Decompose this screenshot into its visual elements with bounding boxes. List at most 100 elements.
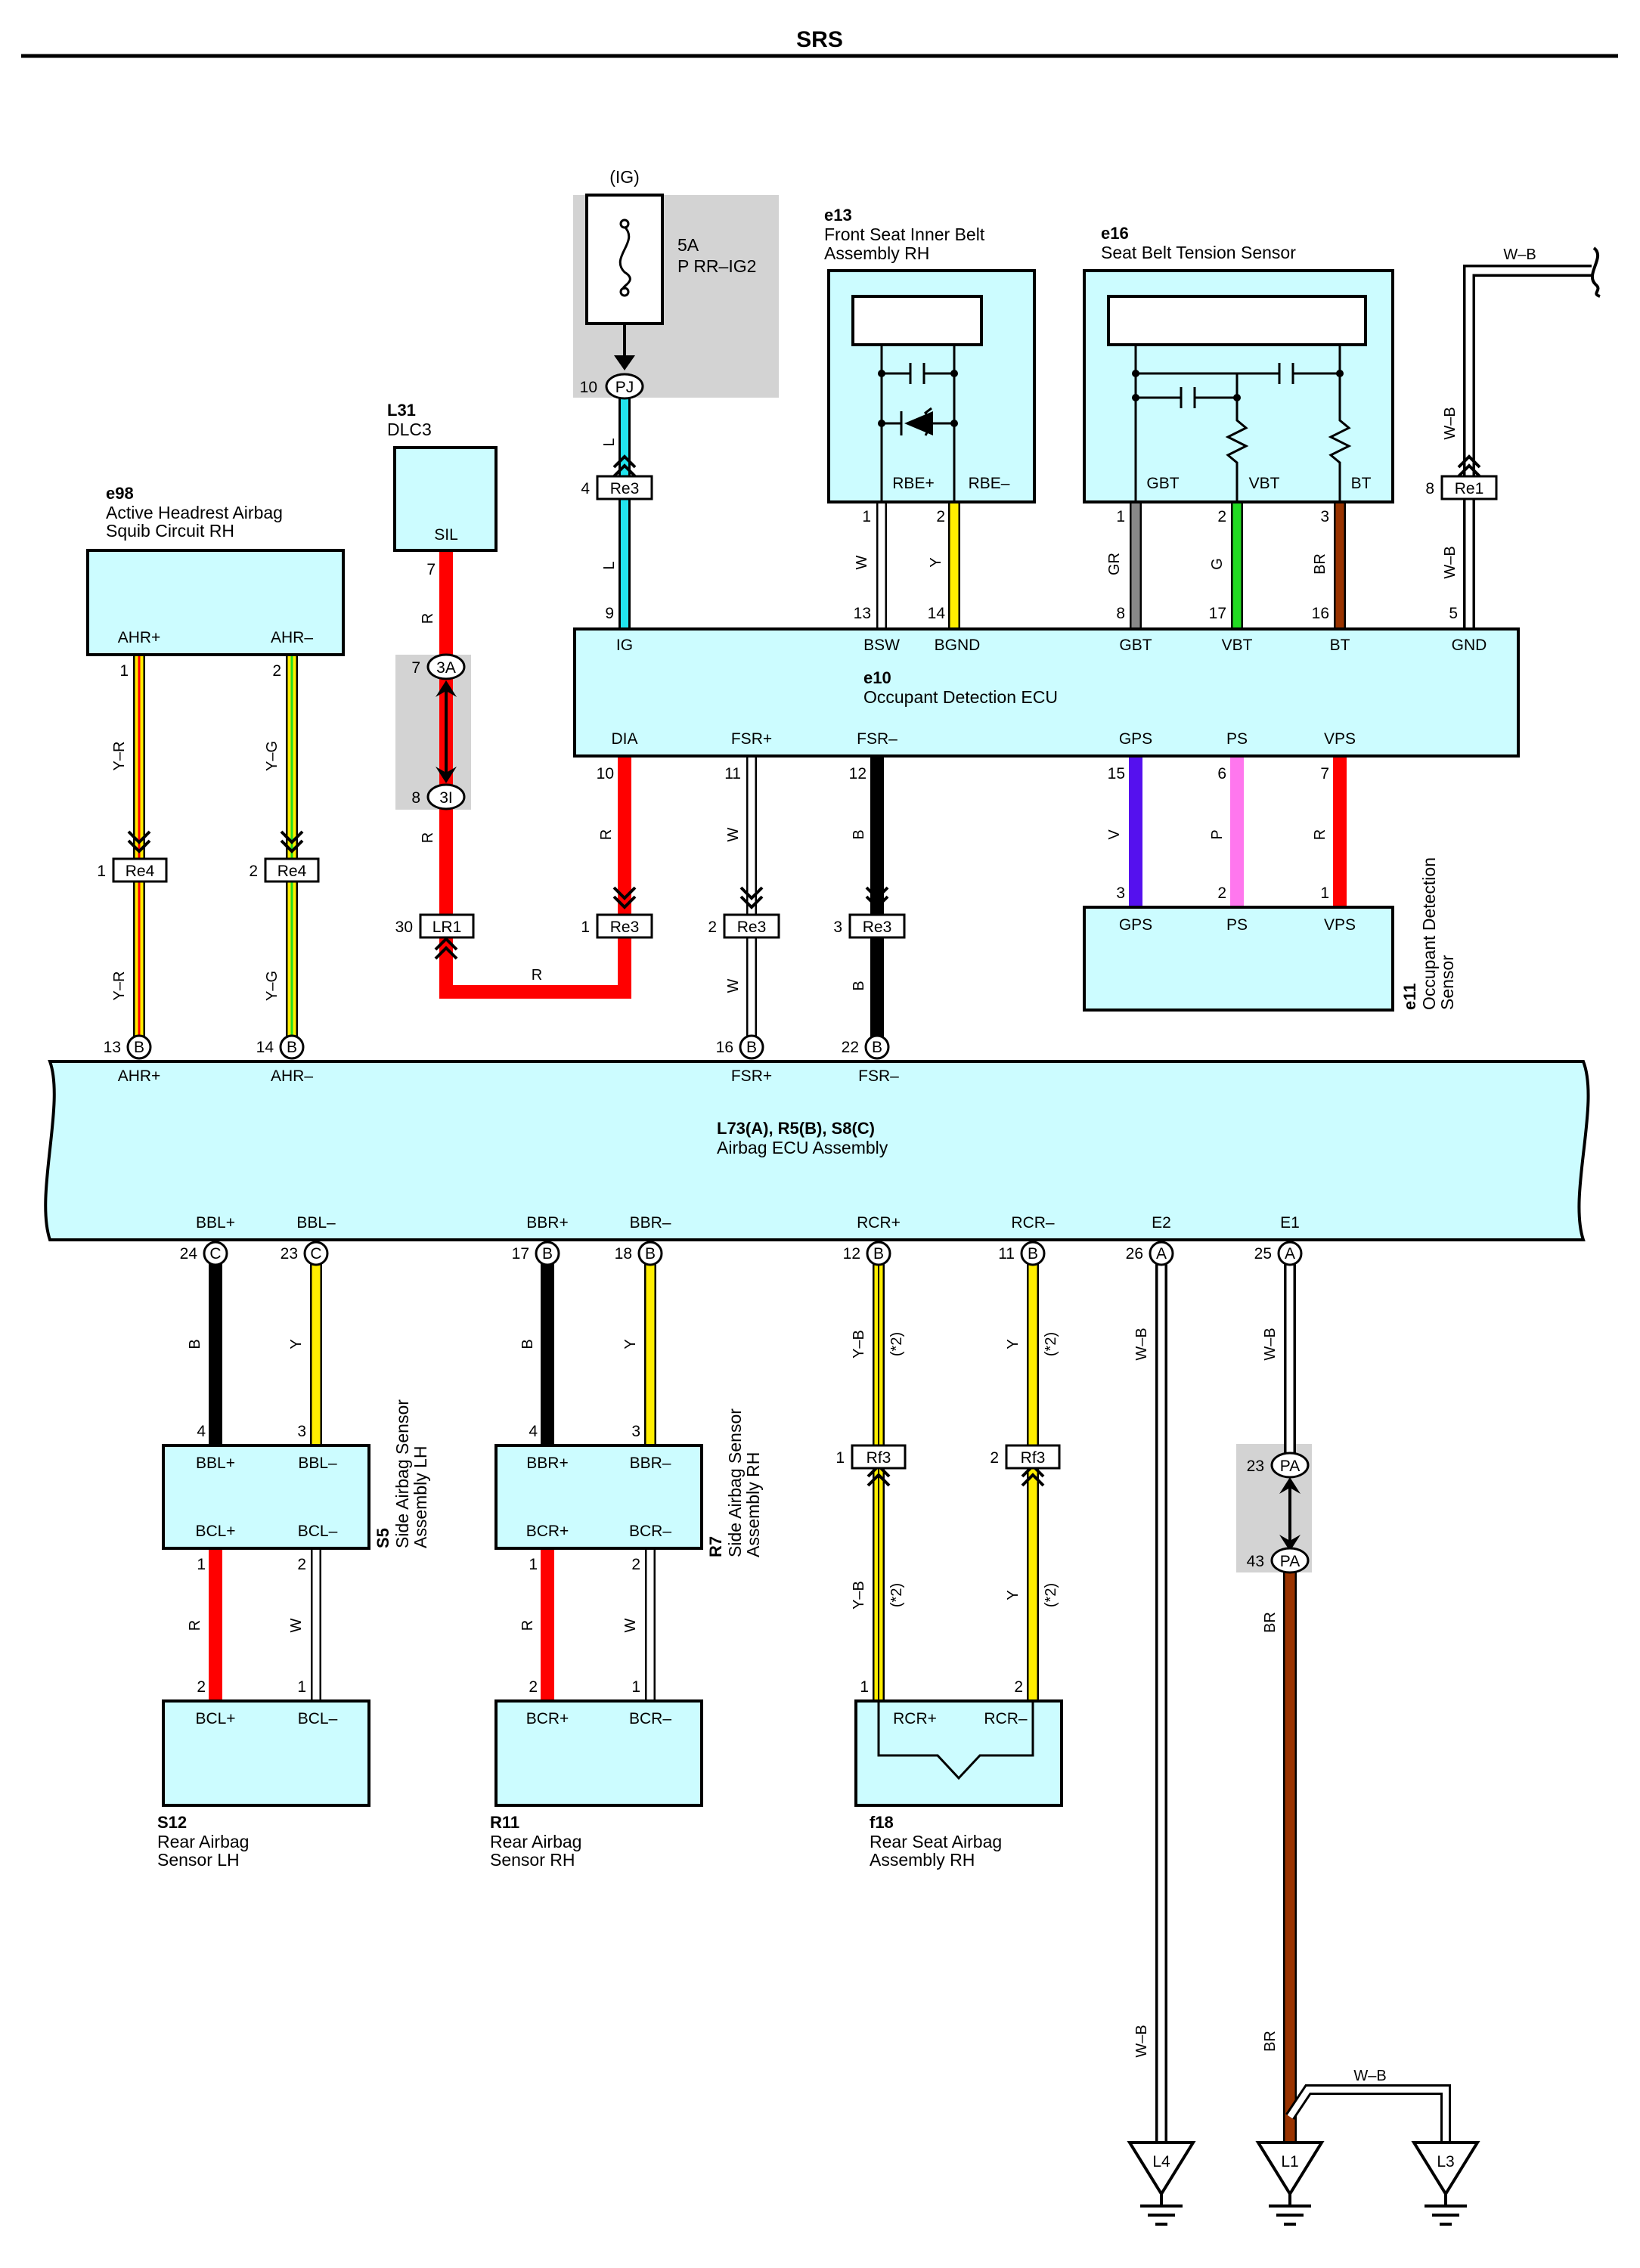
e16-terminal-gbt: GBT bbox=[1146, 475, 1179, 492]
e10-box bbox=[573, 627, 1520, 758]
l31-pin-7: 7 bbox=[426, 561, 436, 578]
e98-terminal-ahr-minus: AHR– bbox=[271, 629, 313, 646]
r7-terminal-bbr-minus: BBR– bbox=[630, 1455, 671, 1472]
wire-label-r-sil: R bbox=[420, 613, 436, 624]
r11-pin-1: 1 bbox=[631, 1678, 640, 1696]
e11-terminal-gps: GPS bbox=[1119, 916, 1152, 934]
e16-inner bbox=[1107, 295, 1367, 346]
connector-3i-label: 3I bbox=[439, 789, 453, 807]
ground-l1 bbox=[1255, 2141, 1325, 2226]
wire-label-b-bbr: B bbox=[519, 1339, 536, 1349]
wire-label-v: V bbox=[1106, 829, 1123, 840]
arrow-up-icon bbox=[436, 680, 457, 697]
pin-15-gps: 15 bbox=[1108, 765, 1125, 782]
e13-code: e13 bbox=[824, 206, 852, 225]
s12-terminal-bcl-plus: BCL+ bbox=[195, 1710, 235, 1727]
e11-name2: Sensor bbox=[1437, 955, 1457, 1010]
e16-circuit bbox=[1134, 345, 1352, 502]
connector-pa-label: PA bbox=[1280, 1458, 1300, 1475]
f18-name2: Assembly RH bbox=[870, 1850, 975, 1870]
e16-name: Seat Belt Tension Sensor bbox=[1101, 243, 1296, 262]
s5-terminal-bcl-plus: BCL+ bbox=[195, 1523, 235, 1540]
ecu-terminal-bbl-plus: BBL+ bbox=[196, 1214, 235, 1232]
connector-re3-label: Re3 bbox=[863, 919, 892, 936]
e16-terminal-bt: BT bbox=[1351, 475, 1372, 492]
s5-terminal-bcl-minus: BCL– bbox=[298, 1523, 338, 1540]
ecu-code: L73(A), R5(B), S8(C) bbox=[717, 1119, 875, 1138]
connector-3i bbox=[426, 783, 466, 810]
r11-terminal-bcr-plus: BCR+ bbox=[526, 1710, 569, 1727]
r11-box bbox=[494, 1699, 703, 1807]
fuse-terminal-top bbox=[619, 218, 630, 229]
s12-pin-2: 2 bbox=[197, 1678, 206, 1696]
wire-label-yb2: Y–B bbox=[851, 1581, 867, 1610]
e16-pin-2: 2 bbox=[1217, 508, 1226, 525]
s5-name1: Side Airbag Sensor bbox=[392, 1399, 412, 1548]
wire-label-y-rcr1: Y bbox=[1005, 1339, 1022, 1349]
s5-pin-1: 1 bbox=[197, 1556, 206, 1573]
ground-l4-label: L4 bbox=[1152, 2153, 1170, 2170]
pin-24-bbl: 24 bbox=[180, 1245, 198, 1263]
connector-pj bbox=[605, 373, 644, 400]
wire-label-g: G bbox=[1209, 558, 1226, 570]
fuse-box bbox=[585, 194, 664, 325]
e13-name2: Assembly RH bbox=[824, 243, 929, 263]
pin-12-rcr: 12 bbox=[843, 1245, 860, 1263]
pin-26-e2: 26 bbox=[1126, 1245, 1143, 1263]
ecu-name: Airbag ECU Assembly bbox=[717, 1138, 888, 1157]
e98-box bbox=[86, 549, 345, 656]
pin-22-fsr: 22 bbox=[842, 1039, 859, 1056]
r11-pin-2: 2 bbox=[529, 1678, 538, 1696]
e10-terminal-gbt: GBT bbox=[1119, 637, 1152, 654]
connector-c-label: C bbox=[209, 1245, 221, 1263]
wire-label-br-e1: BR bbox=[1262, 1612, 1279, 1633]
e13-pin-1: 1 bbox=[862, 508, 871, 525]
node-dot bbox=[950, 370, 958, 377]
connector-3a bbox=[426, 653, 466, 680]
wire-label-r-vps: R bbox=[1312, 829, 1328, 840]
e11-terminal-ps: PS bbox=[1226, 916, 1248, 934]
wire-note-4: (*2) bbox=[1043, 1583, 1059, 1607]
node-dot bbox=[1132, 394, 1139, 401]
e10-terminal-vbt: VBT bbox=[1222, 637, 1253, 654]
node-dot bbox=[1132, 370, 1139, 377]
arrow-down-icon bbox=[436, 767, 457, 783]
e98-code: e98 bbox=[106, 484, 134, 503]
wire-label-l2: L bbox=[601, 561, 618, 569]
node-dot bbox=[1336, 370, 1344, 377]
connector-b-label: B bbox=[873, 1245, 884, 1263]
pin-2-rf3: 2 bbox=[990, 1449, 999, 1467]
ecu-terminal-bbr-minus: BBR– bbox=[630, 1214, 671, 1232]
s12-box bbox=[162, 1699, 370, 1807]
connector-a-label: A bbox=[1156, 1245, 1167, 1263]
wire-note-2: (*2) bbox=[1043, 1332, 1059, 1356]
e11-code: e11 bbox=[1400, 984, 1419, 1011]
e98-name1: Active Headrest Airbag bbox=[106, 503, 283, 522]
wire-label-w-fsr: W bbox=[725, 827, 742, 841]
r7-terminal-bcr-plus: BCR+ bbox=[526, 1523, 569, 1540]
s5-box bbox=[162, 1444, 370, 1550]
l31-code: L31 bbox=[387, 401, 416, 420]
r7-pin-2: 2 bbox=[631, 1556, 640, 1573]
fuse-terminal-bottom bbox=[619, 287, 630, 297]
connector-b-label: B bbox=[746, 1039, 757, 1056]
wire-label-p: P bbox=[1209, 829, 1226, 839]
r7-terminal-bbr-plus: BBR+ bbox=[526, 1455, 568, 1472]
wire-label-yr2: Y–R bbox=[111, 971, 128, 1001]
connector-re3-2 bbox=[723, 913, 780, 939]
ecu-terminal-fsr-minus: FSR– bbox=[858, 1067, 899, 1085]
e98-name2: Squib Circuit RH bbox=[106, 521, 234, 541]
f18-terminal-rcr-minus: RCR– bbox=[984, 1710, 1027, 1727]
wire-label-br-bt: BR bbox=[1312, 553, 1328, 575]
pin-4-re3: 4 bbox=[581, 480, 590, 497]
ecu-top-connectors bbox=[126, 1034, 890, 1060]
r7-name2: Assembly RH bbox=[743, 1452, 763, 1557]
connector-rf3-label: Rf3 bbox=[867, 1449, 891, 1467]
connector-re1-label: Re1 bbox=[1455, 480, 1484, 497]
connector-b-label: B bbox=[134, 1039, 144, 1056]
connector-re4-label: Re4 bbox=[126, 863, 155, 880]
pin-23-pa: 23 bbox=[1247, 1458, 1264, 1475]
e11-box bbox=[1083, 906, 1394, 1012]
ecu-terminal-ahr-minus: AHR– bbox=[271, 1067, 313, 1085]
s12-name1: Rear Airbag bbox=[157, 1832, 249, 1851]
